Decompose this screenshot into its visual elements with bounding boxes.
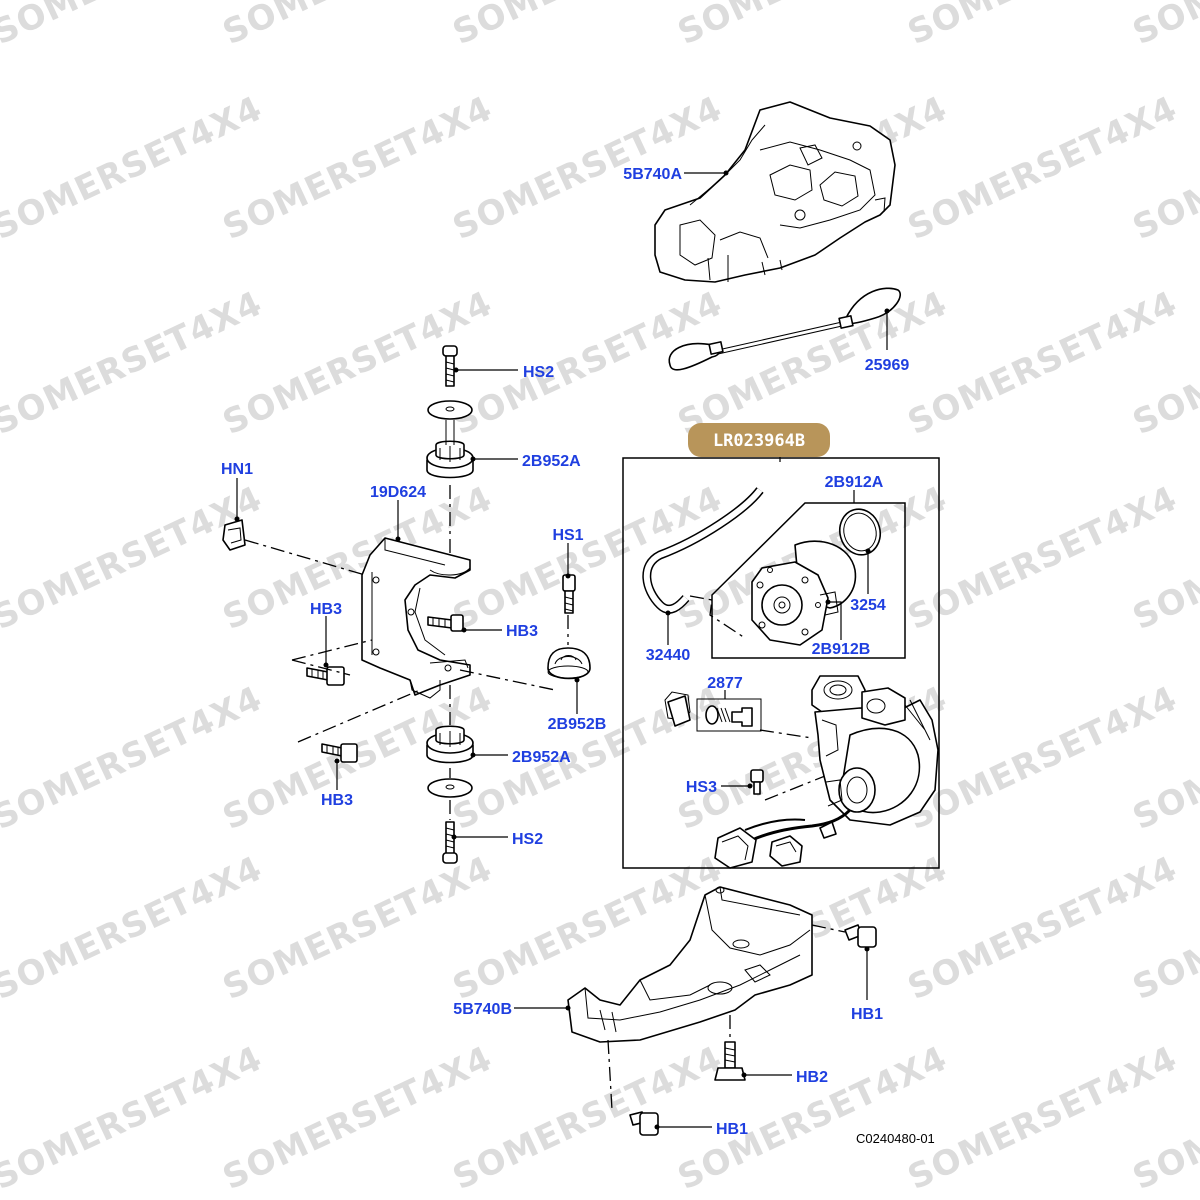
strap-part bbox=[668, 287, 901, 371]
label-2B912A: 2B912A bbox=[825, 474, 884, 491]
clip-nut-hn1 bbox=[222, 519, 246, 551]
bolt-hb3-right bbox=[427, 614, 464, 632]
diagram-code: C0240480-01 bbox=[856, 1131, 935, 1146]
label-2877: 2877 bbox=[707, 675, 743, 692]
label-HS2-top: HS2 bbox=[523, 364, 554, 381]
leader-dot bbox=[453, 367, 459, 373]
label-HB3-lower: HB3 bbox=[321, 792, 353, 809]
leader-dot bbox=[470, 456, 476, 462]
kit-label: LR023964B bbox=[713, 431, 805, 451]
centerline bbox=[459, 669, 556, 691]
filter-housing-part bbox=[751, 540, 857, 646]
leader-dot bbox=[565, 573, 571, 579]
centerline bbox=[759, 729, 813, 739]
label-HB1-right: HB1 bbox=[851, 1006, 883, 1023]
label-HB2: HB2 bbox=[796, 1069, 828, 1086]
leader-dot bbox=[741, 1072, 747, 1078]
hose-part bbox=[642, 487, 764, 639]
watermark: SOMERSET4X4 bbox=[1127, 0, 1200, 53]
leader-dot bbox=[654, 1124, 660, 1130]
label-HS1: HS1 bbox=[552, 527, 583, 544]
bolt-hb3-left bbox=[306, 666, 345, 686]
valve-part bbox=[664, 691, 753, 727]
bolt-hs2-top bbox=[442, 345, 458, 387]
centerline bbox=[297, 689, 421, 743]
leader-dot bbox=[395, 536, 401, 542]
label-25969: 25969 bbox=[865, 357, 910, 374]
lower-cover-part bbox=[567, 886, 813, 1043]
valve-bracket bbox=[696, 698, 762, 732]
label-2B952A-top: 2B952A bbox=[522, 453, 581, 470]
label-2B952B: 2B952B bbox=[548, 716, 607, 733]
centerline bbox=[244, 539, 366, 576]
label-3254: 3254 bbox=[850, 597, 886, 614]
isolator-bottom bbox=[426, 725, 474, 764]
harness-part bbox=[714, 808, 852, 869]
bolt-hb1-right bbox=[844, 924, 877, 948]
centerline bbox=[291, 639, 373, 661]
leader-dot bbox=[723, 170, 729, 176]
leader-dot bbox=[334, 758, 340, 764]
leader-dot bbox=[323, 662, 329, 668]
leader-dot bbox=[665, 610, 671, 616]
leader-dot bbox=[864, 946, 870, 952]
washer-bottom bbox=[427, 778, 473, 798]
isolator-top bbox=[426, 420, 474, 479]
centerline bbox=[291, 659, 351, 676]
leader-dot bbox=[574, 677, 580, 683]
leader-line bbox=[828, 601, 842, 640]
centerline bbox=[811, 924, 846, 933]
filter-subframe bbox=[711, 502, 906, 659]
label-32440: 32440 bbox=[646, 647, 691, 664]
bolt-hb1-bottom bbox=[629, 1111, 659, 1136]
oring-part bbox=[838, 508, 882, 556]
label-5B740B: 5B740B bbox=[453, 1001, 512, 1018]
centerline bbox=[607, 1039, 613, 1111]
bracket-part bbox=[361, 537, 471, 699]
label-HB3-right: HB3 bbox=[506, 623, 538, 640]
stud-hb2 bbox=[714, 1041, 746, 1081]
label-HB1-bottom: HB1 bbox=[716, 1121, 748, 1138]
kit-badge bbox=[688, 423, 830, 457]
compressor-part bbox=[811, 675, 939, 826]
label-2B952A-bottom: 2B952A bbox=[512, 749, 571, 766]
leader-dot bbox=[451, 834, 457, 840]
label-2B912B: 2B912B bbox=[812, 641, 871, 658]
upper-cover-part bbox=[654, 101, 896, 283]
screw-hs3 bbox=[750, 769, 764, 795]
label-HS2-bottom: HS2 bbox=[512, 831, 543, 848]
label-HB3-left: HB3 bbox=[310, 601, 342, 618]
leader-dot bbox=[470, 752, 476, 758]
label-HS3: HS3 bbox=[686, 779, 717, 796]
leader-dot bbox=[461, 627, 467, 633]
leader-dot bbox=[234, 516, 240, 522]
kit-frame bbox=[622, 457, 940, 869]
bolt-hs2-bottom bbox=[442, 821, 458, 864]
leader-dot bbox=[884, 308, 890, 314]
label-HN1: HN1 bbox=[221, 461, 253, 478]
bolt-hb3-lower bbox=[321, 743, 358, 763]
leader-dot bbox=[747, 783, 753, 789]
leader-dot bbox=[825, 599, 831, 605]
leader-dot bbox=[565, 1005, 571, 1011]
label-5B740A: 5B740A bbox=[623, 166, 682, 183]
label-19D624: 19D624 bbox=[370, 484, 426, 501]
isolator-side bbox=[547, 647, 591, 680]
washer-top bbox=[427, 400, 473, 420]
leader-dot bbox=[865, 548, 871, 554]
stud-hs1 bbox=[562, 574, 576, 614]
